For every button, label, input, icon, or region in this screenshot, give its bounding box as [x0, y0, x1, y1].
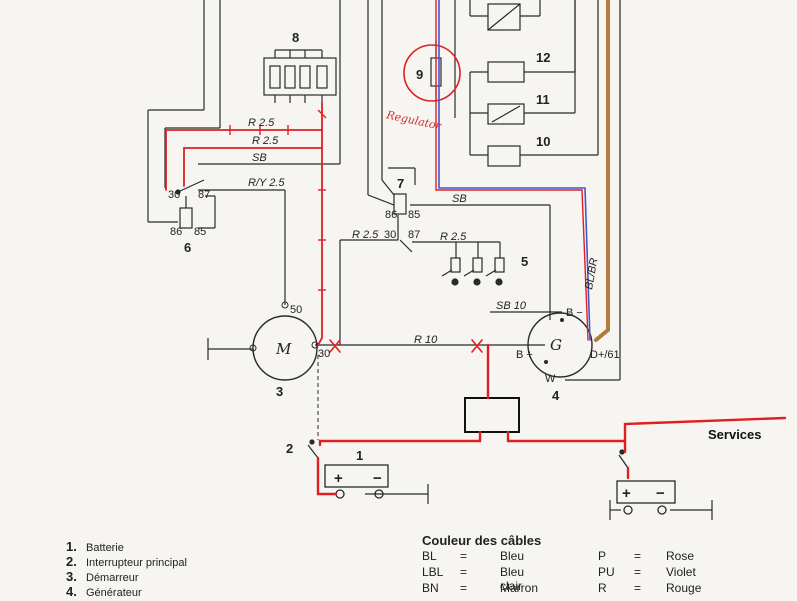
wire-label-sbb: SB — [452, 193, 467, 205]
label-3: 3 — [276, 384, 283, 399]
label-8: 8 — [292, 30, 299, 45]
motor-symbol: M — [275, 340, 292, 358]
label-9: 9 — [416, 67, 423, 82]
sensor-11 — [487, 103, 525, 125]
generator-symbol: G — [550, 336, 562, 354]
terminal-30b: 30 — [384, 229, 396, 241]
terminal-bplus: B + — [516, 349, 533, 361]
component-legend: 1.Batterie 2.Interrupteur principal 3.Dé… — [66, 540, 187, 600]
wire-label-ry25: R/Y 2.5 — [248, 177, 285, 189]
label-5: 5 — [521, 254, 528, 269]
label-4: 4 — [552, 388, 560, 403]
relay-6 — [175, 179, 205, 229]
terminal-85b: 85 — [408, 209, 420, 221]
glow-plugs-5 — [441, 257, 505, 286]
wire-label-r25d: R 2.5 — [440, 231, 467, 243]
relay-7 — [393, 193, 413, 253]
services-plus: + — [622, 485, 631, 502]
color-row: LBL=Bleu clair PU=Violet — [422, 565, 696, 593]
label-7: 7 — [397, 176, 404, 191]
label-11: 11 — [536, 92, 550, 107]
services-battery — [616, 449, 676, 515]
wire-label-r25c: R 2.5 — [352, 229, 379, 241]
fuse-block-8 — [263, 57, 337, 96]
terminal-87a: 87 — [198, 189, 210, 201]
terminal-50: 50 — [290, 304, 302, 316]
terminal-bminus: B − — [566, 307, 583, 319]
battery-minus: − — [373, 470, 382, 487]
label-6: 6 — [184, 240, 191, 255]
cable-color-legend: Couleur des câbles BL=Bleu P=Rose LBL=Bl… — [422, 533, 702, 597]
color-row: BL=Bleu P=Rose — [422, 549, 695, 563]
wire-label-sba: SB — [252, 152, 267, 164]
wire-label-sb10: SB 10 — [496, 300, 527, 312]
terminal-30a: 30 — [168, 189, 180, 201]
split-box — [464, 397, 520, 433]
services-minus: − — [656, 485, 665, 502]
generator-4 — [527, 312, 593, 378]
services-label: Services — [708, 427, 762, 442]
legend-item: 4.Générateur — [66, 584, 142, 600]
wire-label-r10: R 10 — [414, 334, 438, 346]
wire-label-r25b: R 2.5 — [252, 135, 279, 147]
terminal-86a: 86 — [170, 226, 182, 238]
terminal-30c: 30 — [318, 348, 330, 360]
sensor-12 — [487, 61, 525, 83]
label-2: 2 — [286, 441, 293, 456]
label-12: 12 — [536, 50, 550, 65]
label-10: 10 — [536, 134, 550, 149]
terminal-87b: 87 — [408, 229, 420, 241]
battery-plus: + — [334, 470, 343, 487]
color-row: BN=Marron R=Rouge — [422, 581, 702, 595]
regulator-9 — [403, 40, 461, 102]
sensor-top — [487, 3, 521, 31]
terminal-w: W — [545, 373, 556, 385]
wire-label-blbr: BL/BR — [583, 257, 600, 290]
cable-color-title: Couleur des câbles — [422, 533, 542, 548]
terminal-d61: D+/61 — [590, 349, 620, 361]
main-switch-2 — [307, 439, 319, 459]
legend-item: 3.Démarreur — [66, 569, 139, 585]
legend-item: 1.Batterie — [66, 539, 124, 555]
terminal-86b: 86 — [385, 209, 397, 221]
terminal-85a: 85 — [194, 226, 206, 238]
legend-item: 2.Interrupteur principal — [66, 554, 187, 570]
wire-label-r25a: R 2.5 — [248, 117, 275, 129]
sensor-10 — [487, 145, 521, 167]
label-1: 1 — [356, 448, 363, 463]
